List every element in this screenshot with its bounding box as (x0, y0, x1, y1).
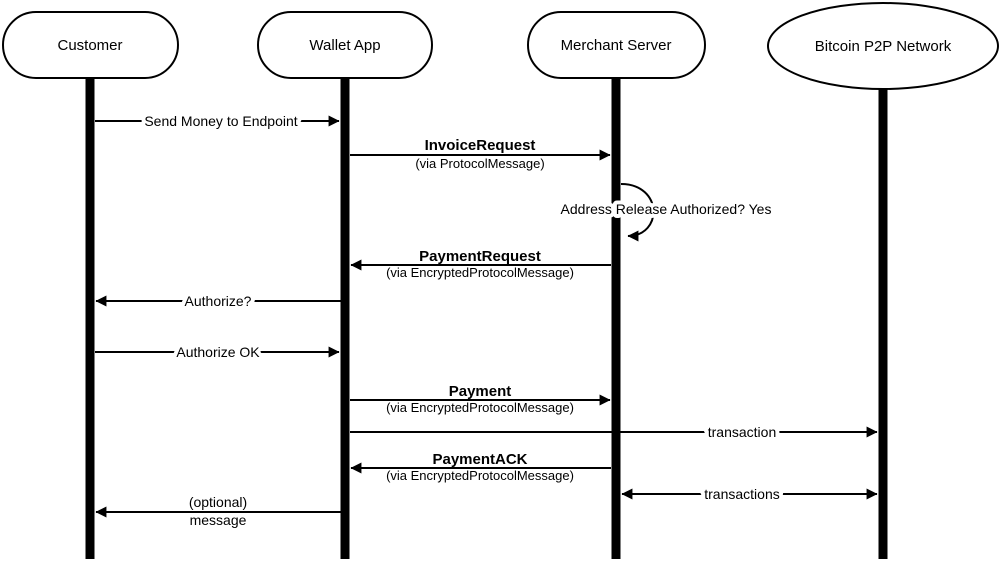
message-invoice-request-via: (via ProtocolMessage) (415, 156, 544, 171)
message-send-money-label: Send Money to Endpoint (144, 113, 297, 129)
message-transactions-label: transactions (704, 486, 779, 502)
participant-bitcoin-p2p-network-shape (767, 2, 999, 90)
participant-bitcoin-p2p-network-label: Bitcoin P2P Network (815, 38, 952, 55)
message-payment-ack-label: PaymentACK (432, 451, 527, 468)
message-address-release-label: Address Release Authorized? Yes (561, 201, 772, 217)
message-payment-label: Payment (449, 383, 512, 400)
message-invoice-request-label: InvoiceRequest (425, 137, 536, 154)
message-payment-request-via: (via EncryptedProtocolMessage) (386, 265, 574, 280)
message-transaction-label: transaction (708, 424, 776, 440)
message-authorize-ok-label: Authorize OK (176, 344, 260, 360)
participant-wallet-app-label: Wallet App (309, 37, 380, 54)
message-payment-ack-via: (via EncryptedProtocolMessage) (386, 468, 574, 483)
message-authorize-label: Authorize? (185, 293, 252, 309)
message-optional-label: (optional) (189, 494, 247, 510)
message-address-release-self-loop (620, 183, 655, 242)
message-payment-request-label: PaymentRequest (419, 248, 541, 265)
message-payment-via: (via EncryptedProtocolMessage) (386, 400, 574, 415)
message-optional-label-line2: message (190, 512, 247, 528)
participant-wallet-app-shape (257, 11, 433, 79)
participant-customer-shape (2, 11, 179, 79)
participant-customer-label: Customer (57, 37, 122, 54)
participant-merchant-server-label: Merchant Server (561, 37, 672, 54)
participant-merchant-server-shape (527, 11, 706, 79)
